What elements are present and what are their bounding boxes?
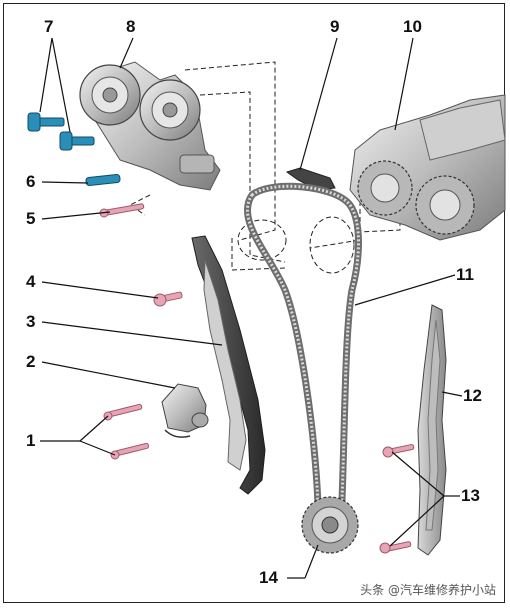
callout-6: 6 <box>26 172 36 191</box>
crankshaft-sprocket <box>301 496 359 554</box>
leader-lines <box>39 37 463 579</box>
camshaft-adjuster-assembly <box>79 61 221 191</box>
bolt-part-4 <box>153 291 183 307</box>
callout-12: 12 <box>463 386 482 405</box>
bolt-blue-lower <box>59 131 95 151</box>
callout-5: 5 <box>26 209 36 228</box>
diagram-frame <box>3 3 505 603</box>
bolt-part-1-upper <box>103 403 143 421</box>
callout-10: 10 <box>403 17 422 36</box>
bearing-pin <box>85 174 121 186</box>
bolt-part-13-lower <box>379 541 412 554</box>
camshaft-bolts <box>27 112 95 151</box>
bolt-part-1-lower <box>110 442 150 460</box>
callout-11: 11 <box>456 265 474 284</box>
bolt-blue-upper <box>27 112 65 132</box>
callout-4: 4 <box>26 272 36 291</box>
callout-3: 3 <box>26 312 36 331</box>
bolt-part-5 <box>99 203 145 218</box>
callout-1: 1 <box>26 431 36 450</box>
cylinder-head-camshafts <box>349 94 506 241</box>
callout-8: 8 <box>126 17 136 36</box>
callout-2: 2 <box>26 352 36 371</box>
callout-14: 14 <box>259 568 278 587</box>
callout-13: 13 <box>461 486 480 505</box>
chain-tensioner <box>161 383 209 438</box>
bolt-part-13-upper <box>382 444 415 458</box>
callout-7: 7 <box>44 17 54 36</box>
callout-9: 9 <box>330 17 340 36</box>
watermark: 头条 @汽车维修养护小站 <box>360 583 496 597</box>
